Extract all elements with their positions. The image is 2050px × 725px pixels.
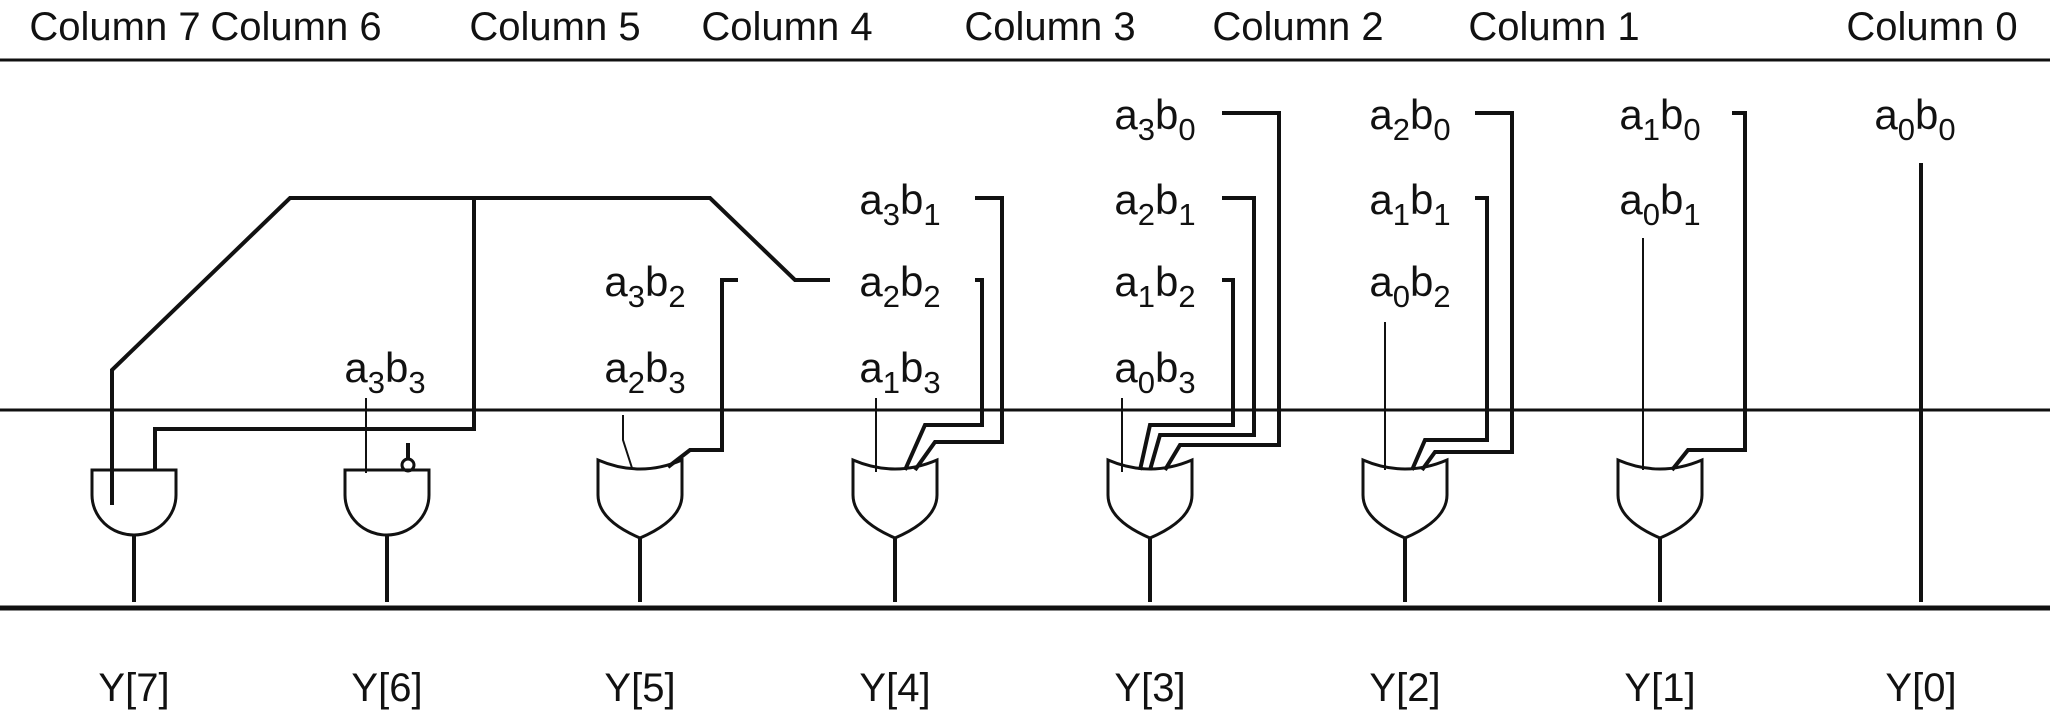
term-a1b3: a1b3 (859, 344, 941, 400)
term-a3b0: a3b0 (1114, 91, 1196, 147)
column-0-header: Column 0 (1846, 5, 2018, 49)
column-1-wires (1642, 111, 1747, 472)
or-gate-column-4 (851, 457, 939, 540)
column-4-header: Column 4 (701, 5, 873, 49)
column-2-header: Column 2 (1212, 5, 1384, 49)
term-a3b3: a3b3 (344, 344, 426, 400)
term-a0b1: a0b1 (1619, 176, 1701, 232)
column-4-wires (875, 196, 1004, 472)
output-y3: Y[3] (1114, 666, 1186, 710)
term-a1b1: a1b1 (1369, 176, 1451, 232)
inversion-bubble (400, 457, 416, 473)
column-6-header: Column 6 (210, 5, 382, 49)
or-gate-column-5 (596, 457, 684, 540)
output-y6: Y[6] (351, 666, 423, 710)
term-a3b1: a3b1 (859, 176, 941, 232)
term-a3b2: a3b2 (604, 258, 686, 314)
column-1-header: Column 1 (1468, 5, 1640, 49)
column-2-wires (1384, 111, 1514, 472)
column-3-wires (1121, 111, 1281, 472)
bus-wires (110, 196, 830, 505)
term-a0b0: a0b0 (1874, 91, 1956, 147)
output-y7: Y[7] (98, 666, 170, 710)
column-3-header: Column 3 (964, 5, 1136, 49)
output-y4: Y[4] (859, 666, 931, 710)
and-gate-column-6 (343, 468, 431, 537)
term-a1b2: a1b2 (1114, 258, 1196, 314)
term-a2b0: a2b0 (1369, 91, 1451, 147)
column-5-wires (622, 278, 738, 469)
output-y2: Y[2] (1369, 666, 1441, 710)
column-7-header: Column 7 (29, 5, 201, 49)
or-gate-column-2 (1361, 457, 1449, 540)
term-a0b2: a0b2 (1369, 258, 1451, 314)
term-a2b3: a2b3 (604, 344, 686, 400)
term-a2b2: a2b2 (859, 258, 941, 314)
output-y0: Y[0] (1885, 666, 1957, 710)
term-a1b0: a1b0 (1619, 91, 1701, 147)
output-y5: Y[5] (604, 666, 676, 710)
column-5-header: Column 5 (469, 5, 641, 49)
term-a0b3: a0b3 (1114, 344, 1196, 400)
or-gate-column-1 (1616, 457, 1704, 540)
output-stubs (132, 535, 1662, 602)
and-gate-column-7 (90, 468, 178, 537)
term-a2b1: a2b1 (1114, 176, 1196, 232)
output-y1: Y[1] (1624, 666, 1696, 710)
or-gate-column-3 (1106, 457, 1194, 540)
